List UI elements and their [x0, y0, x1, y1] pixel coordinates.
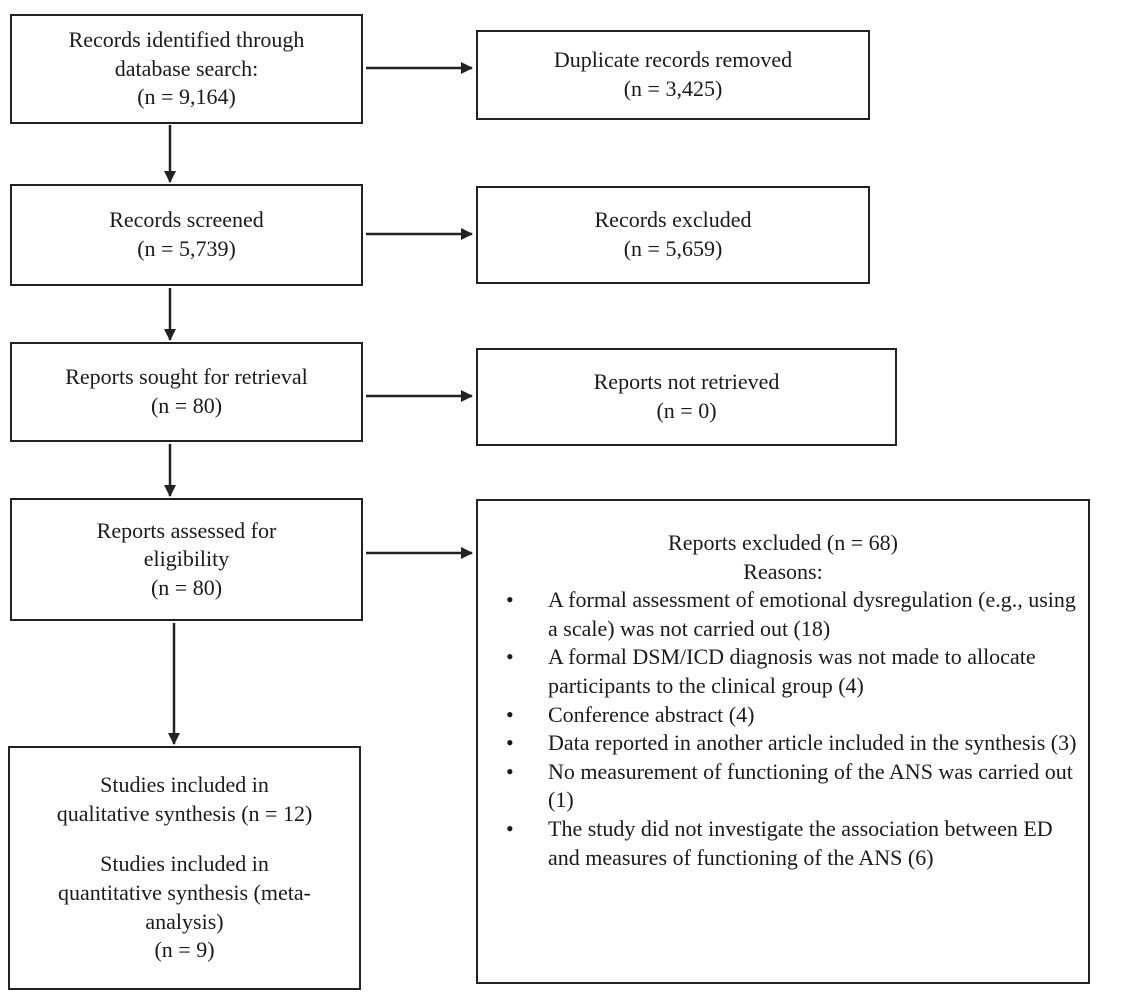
- bullet-icon: •: [506, 758, 514, 784]
- exclusion-reason: • Data reported in another article includ…: [506, 729, 1088, 758]
- not-retrieved-line-2: (n = 0): [656, 398, 717, 423]
- included-quant-line-1: Studies included in: [100, 851, 269, 877]
- reason-text: Conference abstract (4): [548, 701, 755, 727]
- bullet-icon: •: [506, 587, 514, 613]
- reports-excluded-title: Reports excluded (n = 68): [668, 530, 898, 555]
- reason-text: No measurement of functioning of the ANS…: [548, 758, 1073, 813]
- box-reports-sought: Reports sought for retrieval (n = 80): [10, 342, 363, 442]
- excluded-line-1: Records excluded: [594, 207, 752, 233]
- duplicates-line-1: Duplicate records removed: [553, 47, 793, 73]
- included-quant-line-2: quantitative synthesis (meta-: [58, 880, 311, 905]
- box-records-excluded: Records excluded (n = 5,659): [476, 186, 870, 284]
- sought-line-1: Reports sought for retrieval: [65, 364, 308, 390]
- identified-line-3: (n = 9,164): [137, 84, 236, 110]
- included-quant-line-3: analysis): [145, 908, 224, 934]
- excluded-line-2: (n = 5,659): [623, 236, 723, 261]
- exclusion-reason: • A formal assessment of emotional dysreg…: [506, 586, 1088, 643]
- box-duplicates-removed: Duplicate records removed (n = 3,425): [476, 30, 870, 120]
- box-reports-not-retrieved: Reports not retrieved (n = 0): [476, 348, 897, 446]
- reason-text: The study did not investigate the associ…: [548, 815, 1053, 870]
- box-records-screened: Records screened (n = 5,739): [10, 184, 363, 286]
- included-quant-line-4: (n = 9): [154, 937, 215, 963]
- bullet-icon: •: [506, 701, 514, 727]
- reason-text: A formal DSM/ICD diagnosis was not made …: [548, 644, 1036, 698]
- box-reports-excluded: Reports excluded (n = 68) Reasons: • A fo…: [476, 499, 1090, 984]
- sought-line-2: (n = 80): [150, 393, 223, 418]
- identified-line-1: Records identified through: [68, 27, 305, 53]
- box-records-identified: Records identified through database sear…: [10, 14, 363, 124]
- bullet-icon: •: [506, 730, 514, 756]
- screened-line-2: (n = 5,739): [137, 236, 236, 261]
- box-studies-included: Studies included in qualitative synthesi…: [8, 746, 361, 990]
- assessed-line-1: Reports assessed for: [96, 517, 277, 543]
- assessed-line-3: (n = 80): [150, 574, 223, 600]
- exclusion-reason: • The study did not investigate the assoc…: [506, 815, 1088, 872]
- included-qual-line-2: qualitative synthesis (n = 12): [56, 800, 313, 826]
- not-retrieved-line-1: Reports not retrieved: [593, 369, 780, 395]
- reason-text: A formal assessment of emotional dysregu…: [548, 587, 1076, 641]
- bullet-icon: •: [506, 644, 514, 670]
- exclusion-reason: • No measurement of functioning of the AN…: [506, 758, 1088, 815]
- screened-line-1: Records screened: [109, 207, 264, 233]
- duplicates-line-2: (n = 3,425): [623, 76, 723, 101]
- exclusion-reasons-list: • A formal assessment of emotional dysreg…: [478, 586, 1088, 872]
- reports-excluded-subtitle: Reasons:: [743, 558, 823, 584]
- reason-text: Data reported in another article include…: [548, 730, 1077, 756]
- bullet-icon: •: [506, 815, 514, 841]
- assessed-line-2: eligibility: [143, 546, 230, 572]
- exclusion-reason: • A formal DSM/ICD diagnosis was not made…: [506, 643, 1088, 700]
- included-qual-line-1: Studies included in: [100, 772, 269, 798]
- identified-line-2: database search:: [114, 55, 259, 81]
- exclusion-reason: • Conference abstract (4): [506, 701, 1088, 730]
- box-reports-assessed: Reports assessed for eligibility (n = 80…: [10, 498, 363, 621]
